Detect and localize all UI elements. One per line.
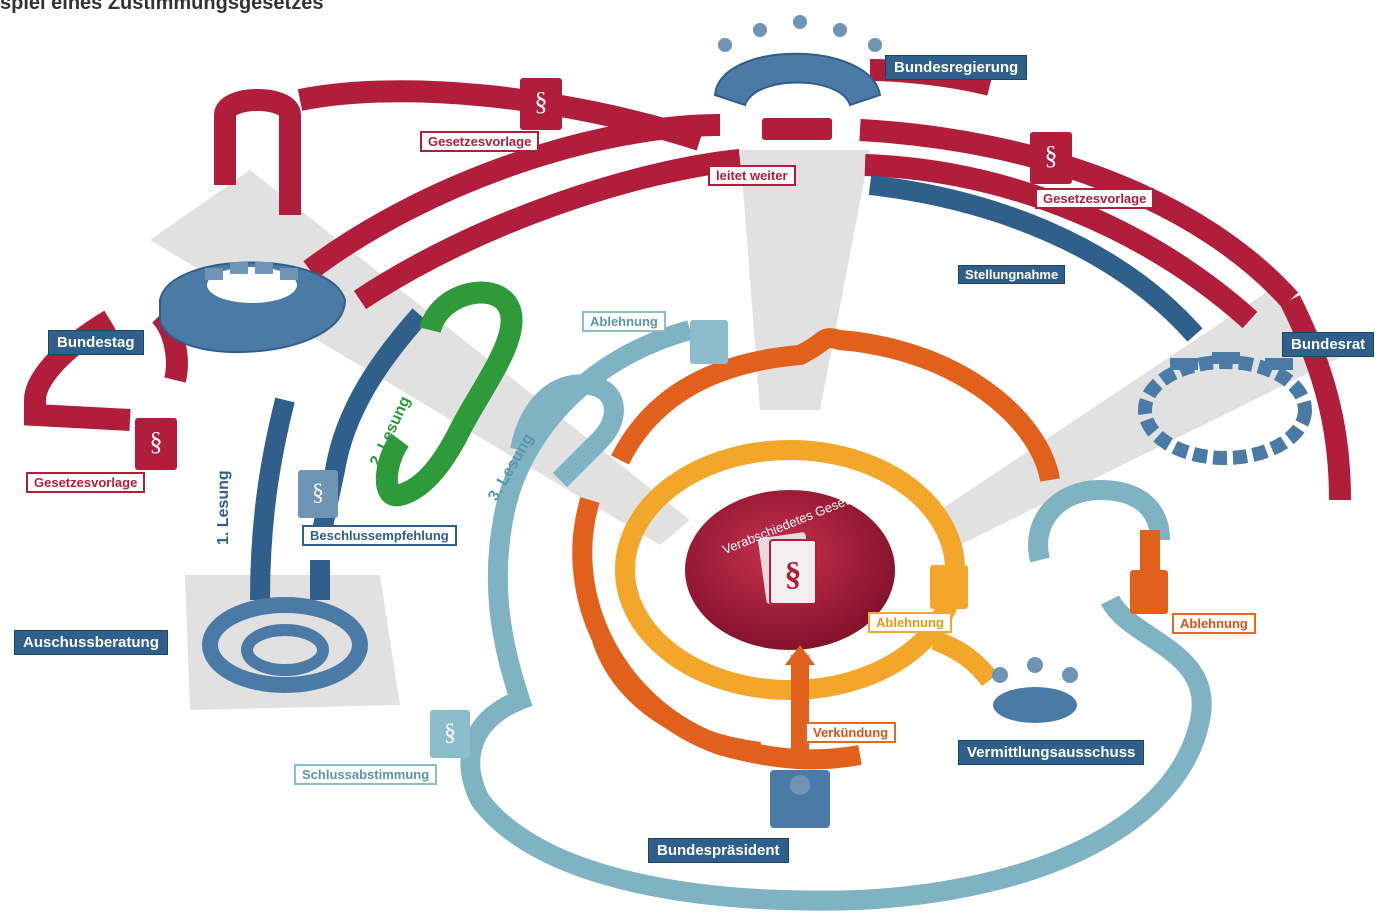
label-ablehnung-orange: Ablehnung [1172, 613, 1256, 634]
navy-route [250, 175, 1203, 601]
document-icon-ablehnung-yellow [930, 565, 968, 609]
orange-inner [592, 637, 761, 758]
document-icon-beschluss: § [298, 470, 338, 518]
bundesrat-node [1138, 352, 1312, 465]
label-bundesrat: Bundesrat [1282, 332, 1375, 357]
label-bundespraesident: Bundespräsident [648, 838, 789, 863]
verkuendung-arrowhead [785, 645, 815, 665]
document-icon-schluss: § [430, 710, 470, 758]
label-gesetzesvorlage-left: Gesetzesvorlage [26, 472, 146, 493]
green-lesung-loop [375, 281, 523, 507]
svg-text:§: § [535, 87, 548, 116]
label-bundesregierung: Bundesregierung [885, 55, 1028, 80]
yellow-spur [931, 630, 998, 687]
diagram-title: spiel eines Zustimmungsgesetzes [0, 0, 324, 14]
label-leitet-weiter: leitet weiter [708, 165, 796, 186]
svg-text:§: § [1045, 141, 1058, 170]
label-verkuendung: Verkündung [805, 722, 897, 743]
bundestag-node [159, 261, 347, 353]
label-gesetzesvorlage-right: Gesetzesvorlage [1035, 188, 1155, 209]
svg-text:§: § [444, 720, 456, 746]
svg-text:§: § [150, 427, 163, 456]
bundespraesident-node [770, 770, 830, 828]
auschussberatung-node [202, 597, 368, 693]
teal-route [460, 320, 1212, 911]
document-icon-ablehnung-orange [1130, 570, 1168, 614]
label-auschussberatung: Auschussberatung [14, 630, 168, 655]
document-icon-ablehnung-teal [690, 320, 728, 364]
label-lesung-1: 1. Lesung [215, 470, 232, 545]
label-ablehnung-yellow: Ablehnung [868, 612, 952, 633]
label-vermittlungsausschuss: Vermittlungsausschuss [958, 740, 1145, 765]
svg-text:§: § [785, 556, 802, 593]
label-schlussabstimmung: Schlussabstimmung [294, 764, 438, 785]
svg-text:§: § [312, 480, 324, 506]
label-gesetzesvorlage-top: Gesetzesvorlage [420, 131, 540, 152]
label-bundestag: Bundestag [48, 330, 144, 355]
document-icon-top: § [520, 78, 562, 130]
label-stellungnahme: Stellungnahme [958, 265, 1066, 284]
label-beschlussempfehlung: Beschlussempfehlung [302, 525, 457, 546]
document-icon-left: § [135, 418, 177, 470]
label-ablehnung-teal: Ablehnung [582, 311, 666, 332]
document-icon-right: § [1030, 132, 1072, 184]
center-book-icon: § [758, 532, 817, 605]
vermittlungsausschuss-node [992, 657, 1078, 723]
bundesregierung-node [713, 15, 882, 140]
